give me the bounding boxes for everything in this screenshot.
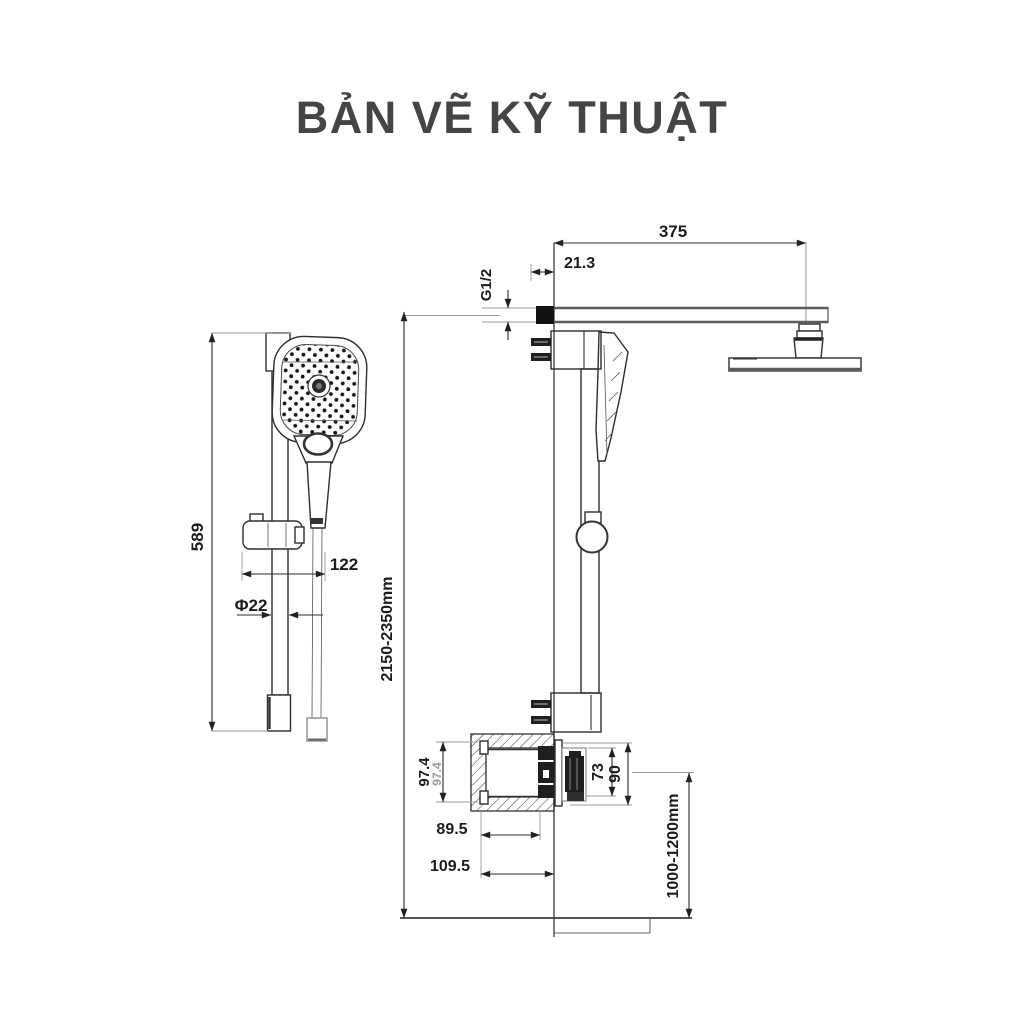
dim-label-122: 122 [330, 555, 358, 574]
dim-label-97-4: 97.4 [416, 757, 433, 787]
dim-slide-bar-length: 589 [188, 332, 291, 732]
page-title: BẢN VẼ KỸ THUẬT [295, 92, 729, 143]
shower-column-view: 375 21.3 G1/2 2150-2350mm [379, 222, 862, 937]
handle-badge [310, 518, 323, 524]
shower-hose [311, 527, 314, 719]
valve-port [538, 785, 554, 798]
top-connector-box [531, 330, 602, 370]
dim-label-90: 90 [607, 765, 624, 783]
dim-arm-length: 375 [553, 222, 807, 247]
dim-label-1000-1200: 1000-1200mm [665, 794, 682, 899]
hanging-ring [302, 432, 334, 456]
dim-slider-offset: 122 [241, 552, 358, 581]
dim-trim-height: 90 [562, 742, 632, 806]
dim-label-phi22: Φ22 [235, 596, 268, 615]
dim-arm-wall-offset: 21.3 [530, 255, 595, 281]
dim-label-21-3: 21.3 [564, 255, 595, 272]
dim-label-97-4-alt: 97.4 [430, 762, 444, 786]
valve-handle [565, 756, 584, 792]
dim-recess-depth: 89.5 [436, 810, 541, 878]
dim-label-89-5: 89.5 [436, 821, 467, 838]
dim-label-73: 73 [590, 763, 607, 781]
dim-label-2150-2350: 2150-2350mm [379, 577, 396, 682]
dim-label-g12: G1/2 [478, 269, 495, 302]
hand-shower-side-silhouette [595, 331, 629, 462]
dim-bar-diameter: Φ22 [235, 596, 323, 619]
hose-connector [306, 717, 328, 742]
rain-shower-head [728, 323, 862, 372]
hand-shower-head [271, 335, 368, 529]
dim-recess-height: 97.4 97.4 [416, 741, 478, 803]
dim-label-589: 589 [188, 523, 207, 551]
slide-bar-end-cap [266, 694, 292, 732]
wall-connector [536, 306, 554, 324]
trim-plate [554, 739, 563, 807]
dim-handle-height: 73 [586, 747, 616, 797]
wall-section-concealed-valve [470, 733, 587, 812]
hand-shower-slide-bar-view: 589 122 Φ22 [188, 332, 368, 742]
dim-valve-floor-height: 1000-1200mm [632, 772, 694, 919]
dim-label-375: 375 [659, 222, 687, 241]
valve-port [538, 746, 554, 760]
slider-bracket [242, 513, 305, 550]
dim-label-109-5: 109.5 [430, 858, 470, 875]
dim-column-height-range: 2150-2350mm [379, 311, 500, 919]
hand-shower-handle [306, 461, 332, 529]
dim-inlet-thread: G1/2 [478, 269, 512, 340]
lower-valve-box [531, 692, 602, 733]
head-swivel-nut [796, 330, 823, 339]
dim-total-depth: 109.5 [430, 858, 555, 878]
slider-knob [575, 520, 609, 554]
